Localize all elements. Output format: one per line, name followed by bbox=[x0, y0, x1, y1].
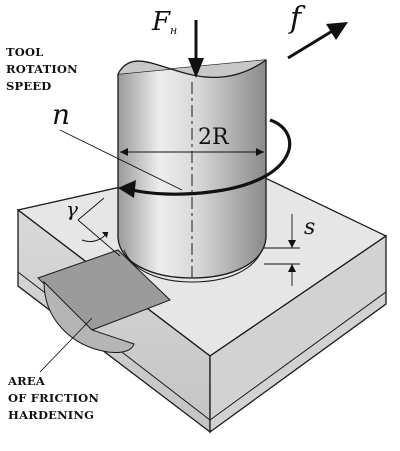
symbol-force-sub: н bbox=[170, 24, 177, 37]
depth-dimension bbox=[264, 214, 300, 286]
rotation-arrow bbox=[118, 118, 292, 198]
label-area-friction-hardening: AREA OF FRICTION HARDENING bbox=[7, 374, 103, 422]
label-tool: TOOL bbox=[6, 45, 43, 59]
symbol-diameter: 2R bbox=[198, 125, 230, 150]
feed-arrow bbox=[287, 22, 348, 60]
block-right-face bbox=[209, 234, 387, 434]
symbol-depth: s bbox=[304, 215, 315, 240]
label-hardening: HARDENING bbox=[8, 408, 94, 422]
symbol-feed: f bbox=[288, 1, 306, 36]
label-tool-rotation-speed: TOOL ROTATION SPEED bbox=[6, 45, 82, 93]
symbol-angle: γ bbox=[66, 197, 78, 221]
tool-top-edge bbox=[117, 59, 267, 79]
symbol-force-main: F bbox=[151, 7, 171, 37]
label-rotation: ROTATION bbox=[6, 62, 78, 76]
force-arrow bbox=[188, 20, 204, 78]
label-of-friction: OF FRICTION bbox=[8, 391, 99, 405]
hardening-leader bbox=[39, 317, 93, 373]
friction-hardening-zone bbox=[43, 280, 135, 353]
label-speed: SPEED bbox=[6, 79, 51, 93]
symbol-rotation: n bbox=[52, 98, 70, 131]
tool-tip bbox=[123, 249, 263, 283]
diameter-dimension bbox=[120, 148, 264, 156]
rotation-leader bbox=[59, 129, 183, 191]
symbol-force: Fн bbox=[151, 7, 177, 37]
tool bbox=[117, 59, 267, 283]
label-area: AREA bbox=[7, 374, 46, 388]
angle-gamma-marks bbox=[77, 197, 121, 257]
surface-layer-line-right bbox=[209, 291, 387, 421]
